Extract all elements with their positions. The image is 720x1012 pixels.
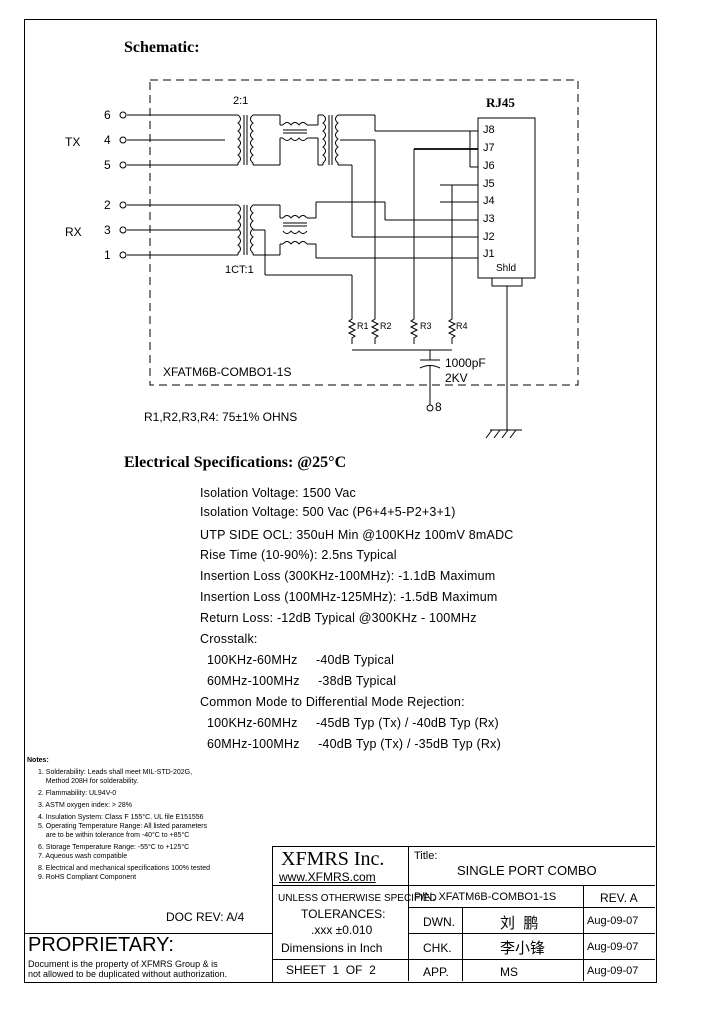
company-website: www.XFMRS.com <box>279 870 376 884</box>
resistor-label: R4 <box>456 321 468 331</box>
schematic-title: Schematic: <box>124 39 200 56</box>
spec-line: Insertion Loss (300KHz-100MHz): -1.1dB M… <box>200 569 496 583</box>
app-label: APP. <box>423 965 449 979</box>
divider <box>462 907 463 981</box>
chk-label: CHK. <box>423 941 452 955</box>
note-item: 9. RoHS Compliant Component <box>38 874 137 881</box>
resistor-note: R1,R2,R3,R4: 75±1% OHNS <box>144 410 298 424</box>
pin-label: 6 <box>104 108 111 122</box>
note-item: 1. Solderability: Leads shall meet MIL-S… <box>38 769 193 776</box>
ratio-bottom-label: 1CT:1 <box>225 264 254 276</box>
part-number-in-box: XFATM6B-COMBO1-1S <box>163 365 292 379</box>
spec-line: 100KHz-60MHz -45dB Typ (Tx) / -40dB Typ … <box>207 716 499 730</box>
resistor-label: R2 <box>380 321 392 331</box>
title-value: SINGLE PORT COMBO <box>457 863 597 878</box>
divider <box>583 885 584 981</box>
jack-label: J5 <box>483 178 495 190</box>
tolerances-label: TOLERANCES: <box>301 907 386 921</box>
title-label: Title: <box>414 850 438 862</box>
spec-line: 60MHz-100MHz -40dB Typ (Tx) / -35dB Typ … <box>207 737 501 751</box>
jack-label: J2 <box>483 231 495 243</box>
jack-label: J6 <box>483 160 495 172</box>
pin-label: 1 <box>104 248 111 262</box>
spec-line: Rise Time (10-90%): 2.5ns Typical <box>200 548 397 562</box>
note-item: 4. Insulation System: Class F 155°C. UL … <box>38 814 204 821</box>
resistor-label: R1 <box>357 321 369 331</box>
dwn-label: DWN. <box>423 915 455 929</box>
notes-title: Notes: <box>27 757 49 764</box>
pin-label: 5 <box>104 158 111 172</box>
pin-label: 4 <box>104 133 111 147</box>
schematic-diagram <box>119 79 579 439</box>
capacitor-value: 1000pF <box>445 356 486 370</box>
spec-line: Insertion Loss (100MHz-125MHz): -1.5dB M… <box>200 590 498 604</box>
revision: REV. A <box>600 891 638 905</box>
dimensions-unit: Dimensions in Inch <box>281 941 383 955</box>
shield-label: Shld <box>496 263 517 274</box>
divider <box>408 846 409 981</box>
company-name: XFMRS Inc. <box>281 848 385 870</box>
jack-label: J1 <box>483 248 495 260</box>
page-border <box>24 19 657 983</box>
ratio-top-label: 2:1 <box>233 95 249 107</box>
pin-label: 2 <box>104 198 111 212</box>
spec-line: 100KHz-60MHz -40dB Typical <box>207 653 395 667</box>
note-item: 5. Operating Temperature Range: All list… <box>38 823 208 830</box>
unless-specified: UNLESS OTHERWISE SPECIFIED <box>278 893 437 904</box>
proprietary-line: not allowed to be duplicated without aut… <box>28 969 228 979</box>
notes-list: 1. Solderability: Leads shall meet MIL-S… <box>38 768 210 882</box>
note-item: 2. Flammability: UL94V-0 <box>38 790 117 797</box>
part-number: P/N: XFATM6B-COMBO1-1S <box>414 891 557 903</box>
note-item: 7. Aqueous wash compatible <box>38 853 128 860</box>
sheet-number: SHEET 1 OF 2 <box>286 963 376 977</box>
spec-line: UTP SIDE OCL: 350uH Min @100KHz 100mV 8m… <box>200 528 514 542</box>
divider <box>272 885 655 886</box>
proprietary-line: Document is the property of XFMRS Group … <box>28 959 218 969</box>
spec-line: Isolation Voltage: 500 Vac (P6+4+5-P2+3+… <box>200 505 456 519</box>
spec-line: 60MHz-100MHz -38dB Typical <box>207 674 397 688</box>
jack-label: J3 <box>483 213 495 225</box>
proprietary-box <box>24 933 273 982</box>
chk-name: 李小锋 <box>500 940 546 957</box>
divider <box>408 933 655 934</box>
divider <box>272 959 408 960</box>
resistor-label: R3 <box>420 321 432 331</box>
electrical-title: Electrical Specifications: @25°C <box>124 454 347 471</box>
jack-label: J8 <box>483 124 495 136</box>
note-item: are to be within tolerance from -40°C to… <box>38 832 190 839</box>
divider <box>408 907 655 908</box>
doc-rev: DOC REV: A/4 <box>166 910 245 924</box>
spec-line: Crosstalk: <box>200 632 258 646</box>
tolerance-value: .xxx ±0.010 <box>311 923 373 937</box>
note-item: 3. ASTM oxygen index: > 28% <box>38 802 132 809</box>
capacitor-voltage: 2KV <box>445 371 468 385</box>
tx-label: TX <box>65 135 81 149</box>
pin8-label: 8 <box>435 400 442 414</box>
title-block <box>272 846 655 981</box>
pin-label: 3 <box>104 223 111 237</box>
chk-date: Aug-09-07 <box>587 941 639 953</box>
jack-label: J4 <box>483 195 495 207</box>
dwn-date: Aug-09-07 <box>587 915 639 927</box>
note-item: 6. Storage Temperature Range: -55°C to +… <box>38 844 190 851</box>
app-date: Aug-09-07 <box>587 965 639 977</box>
spec-line: Isolation Voltage: 1500 Vac <box>200 486 356 500</box>
app-name: MS <box>500 965 518 979</box>
rx-label: RX <box>65 225 82 239</box>
jack-label: J7 <box>483 142 495 154</box>
proprietary-title: PROPRIETARY: <box>28 934 174 956</box>
spec-line: Common Mode to Differential Mode Rejecti… <box>200 695 465 709</box>
spec-line: Return Loss: -12dB Typical @300KHz - 100… <box>200 611 477 625</box>
note-item: 8. Electrical and mechanical specificati… <box>38 865 210 872</box>
dwn-name: 刘 鹏 <box>500 915 539 932</box>
divider <box>408 959 655 960</box>
rj45-label: RJ45 <box>486 95 515 110</box>
note-item: Method 208H for solderability. <box>38 778 139 785</box>
